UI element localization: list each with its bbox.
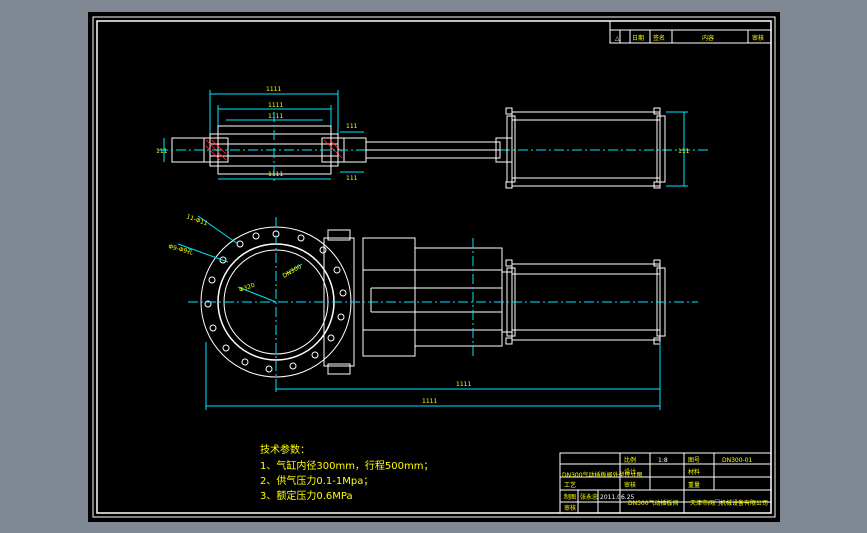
title-product: DN300气动插板阀 [628,499,679,507]
rev-symbol: △ [615,35,620,42]
title-date: 2011.06.25 [600,494,635,501]
dim-small-b: 111 [346,175,358,182]
note-2: 2、供气压力0.1-1Mpa； [260,474,373,487]
title-drawing-name: DN300气动插板阀外型尺寸图 [562,471,643,479]
inner-dia-label: Φ320 [238,282,256,294]
dim-left-height: 111 [156,148,168,155]
revision-block: △ 日期 签名 内容 审核 [609,20,772,44]
title-design-label: 设计 [624,468,636,476]
title-check-label: 审核 [624,481,636,489]
cad-drawing: △ 日期 签名 内容 审核 1111 1111 1111 111 [92,16,776,518]
note-3: 3、额定压力0.6MPa [260,489,353,502]
dim-top-outer: 1111 [266,86,281,93]
rev-content: 内容 [702,34,714,42]
dim-bottom-inner: 1111 [456,381,471,388]
title-approve-label: 审核 [564,504,576,512]
rev-approve: 审核 [752,34,764,42]
technical-notes: 技术参数： 1、气缸内径300mm，行程500mm； 2、供气压力0.1-1Mp… [260,443,434,502]
leader-bolt: Φ9-Φ9孔 [167,242,193,256]
rev-date: 日期 [632,34,644,42]
title-draw-label: 制图 [564,493,576,501]
outer-frame [92,16,776,518]
top-view: 1111 1111 1111 111 1111 111 111 [156,86,708,189]
title-process-label: 工艺 [564,481,576,489]
dim-bottom-outer: 1111 [422,398,437,405]
dim-top-bottom: 1111 [268,171,283,178]
note-1: 1、气缸内径300mm，行程500mm； [260,459,434,472]
inner-frame [96,20,772,514]
title-mat-label: 材料 [688,468,700,476]
dim-cyl-height: 111 [678,148,690,155]
leader-flange: 11-Φ11 [185,213,208,227]
title-company: 天津市阀门机械设备有限公司 [690,499,768,507]
dim-top-mid: 1111 [268,113,283,120]
title-block: DN300气动插板阀外型尺寸图 比例 1:8 图号 DN300-01 设计 材料… [559,452,772,514]
notes-title: 技术参数： [260,443,310,456]
front-view: 11-Φ11 Φ9-Φ9孔 DN300 Φ320 1111 1111 [167,213,698,410]
dn-label: DN300 [282,263,303,279]
dim-top-inner: 1111 [268,102,283,109]
title-scale-value: 1:8 [658,457,668,464]
title-sheet-label: 图号 [688,457,700,464]
title-sheet-value: DN300-01 [722,457,753,464]
title-weight-label: 重量 [688,481,700,489]
dim-small-a: 111 [346,123,358,130]
cad-viewport[interactable]: △ 日期 签名 内容 审核 1111 1111 1111 111 [88,12,780,522]
title-scale-label: 比例 [624,456,636,464]
rev-sign: 签名 [653,34,665,42]
title-drawer: 张永忠 [580,493,598,501]
